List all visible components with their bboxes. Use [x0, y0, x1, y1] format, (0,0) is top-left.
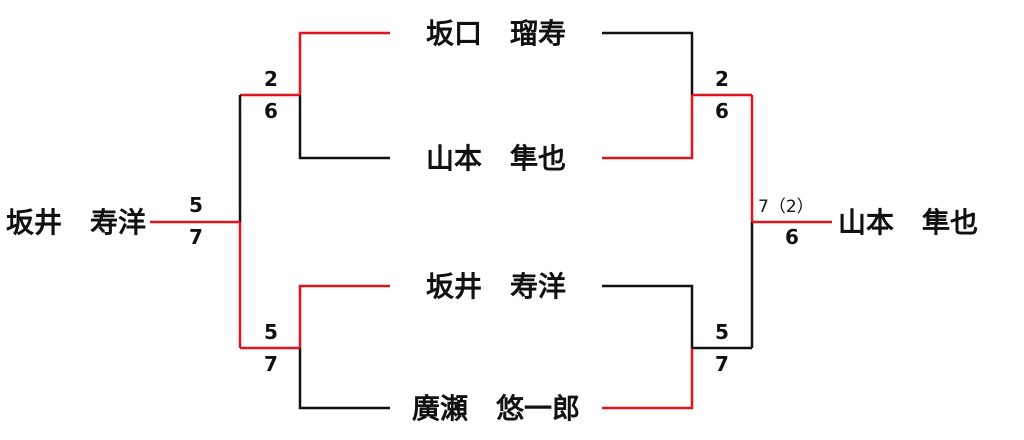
player-name-third: 坂井 寿洋: [426, 270, 566, 303]
left-semi-top-score-bottom: 6: [264, 99, 278, 123]
right-champion-name: 山本 隼也: [838, 206, 978, 239]
player-name-bottom: 廣瀬 悠一郎: [412, 392, 580, 425]
left-final-score-bottom: 7: [189, 225, 203, 249]
right-final-score-bottom: 6: [785, 225, 799, 249]
right-semi-bottom-lower-line: [602, 348, 694, 410]
right-semi-bottom-score-top: 5: [715, 320, 729, 344]
left-semi-bottom-lower-line: [298, 348, 390, 410]
player-name-top: 坂口 瑠寿: [426, 17, 566, 50]
left-final-score-top: 5: [189, 193, 203, 217]
left-semi-top-upper-line: [298, 31, 390, 95]
left-semi-bottom-score-top: 5: [264, 320, 278, 344]
left-semi-top-lower-line: [298, 95, 390, 160]
left-semi-top-score-top: 2: [264, 67, 278, 91]
right-semi-bottom-upper-line: [602, 284, 694, 348]
right-semi-bottom-score-bottom: 7: [715, 352, 729, 376]
right-semi-top-score-bottom: 6: [715, 99, 729, 123]
player-name-second: 山本 隼也: [426, 142, 566, 175]
right-semi-top-upper-line: [602, 31, 694, 95]
right-semi-top-score-top: 2: [715, 67, 729, 91]
left-semi-bottom-score-bottom: 7: [264, 352, 278, 376]
left-champion-name: 坂井 寿洋: [6, 206, 146, 239]
right-final-score-top: 7（2）: [758, 197, 814, 217]
right-semi-top-lower-line: [602, 95, 694, 160]
left-semi-bottom-upper-line: [298, 284, 390, 348]
